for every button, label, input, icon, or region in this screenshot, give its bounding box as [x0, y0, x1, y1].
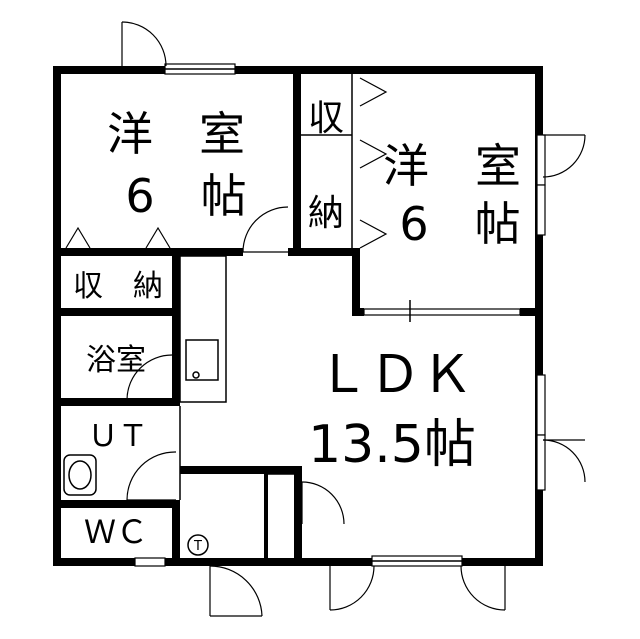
- utility-name: ＵＴ: [88, 419, 148, 454]
- western-room-left-name: 洋 室: [107, 107, 245, 161]
- terminal-mark: T: [193, 539, 202, 554]
- western-room-left-size: 6 帖: [125, 169, 246, 223]
- bathroom-name: 浴室: [86, 343, 146, 378]
- storage-vertical-line2: 納: [308, 193, 344, 234]
- storage-vertical-line1: 収: [308, 98, 344, 139]
- ldk-name: ＬＤＫ: [317, 345, 473, 405]
- terminal-symbol: T: [187, 534, 209, 556]
- fixtures: [63, 74, 353, 500]
- windows: [134, 63, 546, 567]
- terminal-circle-icon: [187, 534, 209, 556]
- toilet-name: ＷＣ: [84, 513, 148, 551]
- doors: [65, 21, 586, 617]
- room-labels: 洋 室 6 帖 収 納 洋 室 6 帖 収 納 浴室 ＵＴ ＷＣ ＬＤＫ 13.…: [73, 98, 521, 551]
- western-room-right-name: 洋 室: [383, 139, 521, 193]
- western-room-right-size: 6 帖: [399, 197, 520, 251]
- ldk-size: 13.5帖: [308, 415, 476, 475]
- storage-left-name: 収 納: [73, 269, 163, 304]
- interior-walls: [53, 66, 540, 566]
